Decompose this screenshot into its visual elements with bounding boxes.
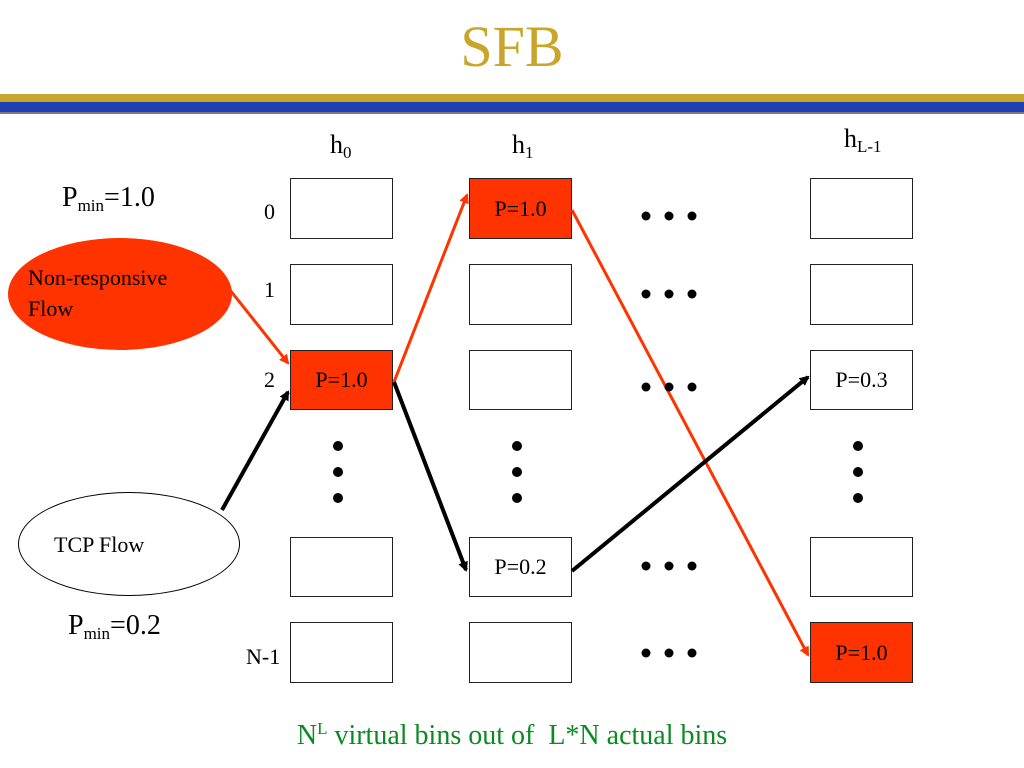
bin-h0-2-hot: P=1.0 [290,350,393,410]
arrow-h0-to-h1-black [392,381,468,572]
pmin-nonresponsive-label: Pmin=1.0 [62,182,155,215]
arrow-h1-to-hL-red [570,209,810,657]
column-label-h1: h1 [512,130,534,162]
bin-hL-2: P=0.3 [810,350,913,410]
vertical-ellipsis-dots [333,441,863,503]
bin-h1-n-1 [469,622,572,683]
bin-hL-n-2 [810,537,913,597]
arrow-h1-to-hL-black [570,375,810,573]
column-label-hL-1: hL-1 [844,124,882,156]
bin-h0-n-1 [290,622,393,683]
title-underline-blue [0,102,1024,112]
tcp-flow-label: TCP Flow [54,532,145,557]
slide-caption: NL virtual bins out of L*N actual bins [296,719,728,751]
bin-h1-1 [469,264,572,325]
nonresponsive-flow-line1: Non-responsive [28,265,168,290]
horizontal-ellipsis-dots [641,211,697,658]
slide-title: SFB [460,14,564,79]
bin-h0-1 [290,264,393,325]
bin-h1-n-2: P=0.2 [469,537,572,597]
arrow-h0-to-h1-red [392,193,469,383]
row-label-1: 1 [264,277,275,302]
pmin-tcp-label: Pmin=0.2 [68,610,161,643]
bin-h1-2 [469,350,572,410]
row-label-0: 0 [264,199,275,224]
nonresponsive-flow-label: Non-responsive Flow [28,263,167,325]
bin-hL-1 [810,264,913,325]
bin-h0-n-2 [290,537,393,597]
bin-h1-0-hot: P=1.0 [469,178,572,239]
arrow-tcp-to-h0 [220,390,290,511]
arrow-nonresponsive-to-h0 [228,289,290,365]
row-label-2: 2 [264,367,275,392]
title-underline-gold [0,94,1024,102]
bin-hL-n-1-hot: P=1.0 [810,622,913,683]
nonresponsive-flow-line2: Flow [28,295,74,321]
row-label-n-1: N-1 [246,644,281,669]
bin-hL-0 [810,178,913,239]
column-label-h0: h0 [330,130,352,162]
tcp-flow-ellipse [18,492,240,596]
bin-h0-0 [290,178,393,239]
title-underline-thin [0,112,1024,114]
nonresponsive-flow-ellipse [8,238,232,350]
